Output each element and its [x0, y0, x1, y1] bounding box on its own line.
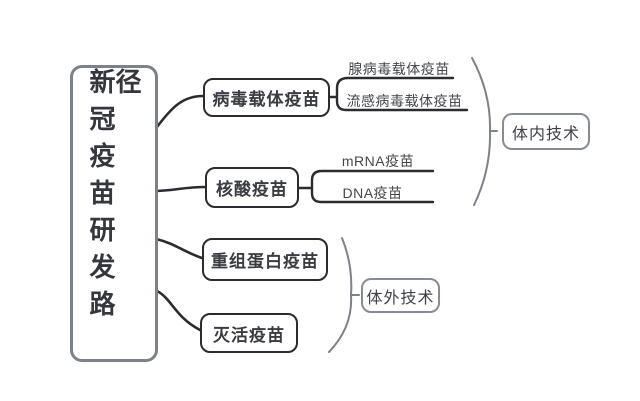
- branch-label-recombinant-protein: 重组蛋白疫苗: [211, 252, 319, 271]
- branch-label-viral-vector: 病毒载体疫苗: [212, 90, 321, 109]
- group-node-in-vitro: 体外技术: [361, 278, 440, 313]
- branch-node-inactivated: 灭活疫苗: [200, 313, 298, 353]
- connector-nucleic-acid: [152, 185, 207, 193]
- brace-in-vivo: [471, 57, 498, 206]
- branch-node-recombinant-protein: 重组蛋白疫苗: [202, 238, 328, 281]
- subbranch-lines-nucleic-acid: [297, 169, 435, 204]
- subbranch-label-adenovirus-vector: 腺病毒载体疫苗: [348, 61, 450, 77]
- branch-label-nucleic-acid: 核酸疫苗: [216, 180, 288, 199]
- connector-inactivated: [155, 289, 202, 332]
- subbranch-label-mrna: mRNA疫苗: [341, 153, 415, 169]
- group-label-in-vitro: 体外技术: [366, 289, 435, 307]
- connector-viral-vector: [155, 94, 205, 129]
- subbranch-label-influenza-vector: 流感病毒载体疫苗: [346, 93, 463, 109]
- root-label: 新冠疫苗研发路径: [86, 68, 142, 327]
- group-node-in-vivo: 体内技术: [502, 113, 590, 150]
- group-label-in-vivo: 体内技术: [511, 125, 580, 143]
- branch-label-inactivated: 灭活疫苗: [213, 325, 285, 345]
- subbranch-lines-viral-vector: [328, 76, 469, 112]
- branch-node-nucleic-acid: 核酸疫苗: [205, 167, 299, 208]
- root-node: 新冠疫苗研发路径: [70, 65, 158, 362]
- brace-in-vitro: [328, 237, 360, 353]
- subbranch-label-dna: DNA疫苗: [342, 185, 403, 201]
- branch-node-viral-vector: 病毒载体疫苗: [203, 78, 330, 117]
- connector-recombinant-protein: [154, 237, 204, 260]
